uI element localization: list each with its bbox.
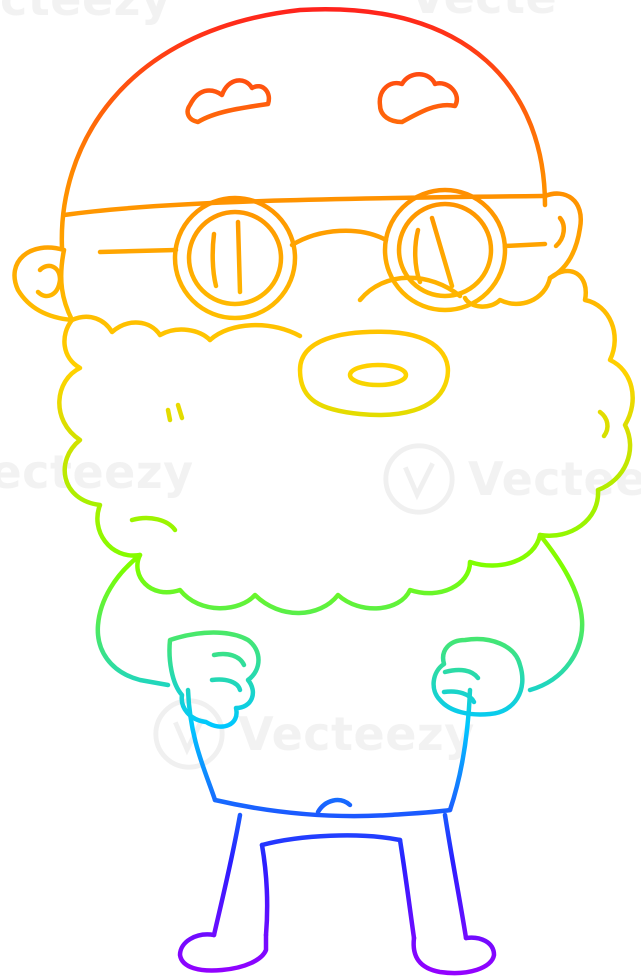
beard-texture <box>597 409 610 439</box>
beard-top-left <box>69 314 213 343</box>
beard-texture <box>165 407 173 423</box>
watermark: cteezy <box>0 0 171 26</box>
head-outline <box>59 6 548 251</box>
left-shoe <box>177 932 269 973</box>
beard-texture <box>129 515 178 533</box>
watermark-text: cteezy <box>0 0 171 26</box>
right-shoe <box>411 935 497 976</box>
watermark: Vecteezy <box>380 440 641 518</box>
watermark: Vecteezy <box>150 695 475 773</box>
right-hand-fingers <box>441 667 481 705</box>
right-eyebrow <box>377 72 459 125</box>
left-shoulder <box>95 552 171 688</box>
beard-mustache-left <box>207 322 303 343</box>
glasses-arm-right <box>502 241 548 249</box>
left-hand <box>167 630 261 729</box>
left-ear <box>12 245 75 323</box>
right-glasses-lens-inner <box>396 201 494 299</box>
right-eye <box>429 215 455 289</box>
crotch <box>259 833 403 848</box>
shirt-hem <box>212 797 453 819</box>
vecteezy-logo-icon <box>383 443 455 515</box>
shirt-right-side <box>447 687 473 813</box>
right-leg <box>442 812 469 941</box>
mouth-inner <box>347 362 409 388</box>
right-hand <box>431 636 525 717</box>
mouth-outer <box>297 329 451 418</box>
right-eye-arc <box>413 227 423 285</box>
shirt-bottom-detail <box>315 797 353 815</box>
shirt-left-side <box>185 687 218 803</box>
beard-mustache-right <box>357 275 463 303</box>
watermark-text: Vecteezy <box>468 452 641 506</box>
beard-outline <box>57 268 635 616</box>
right-ear-inner <box>553 215 566 249</box>
watermark-text: Vecteezy <box>238 707 475 761</box>
left-eyebrow <box>185 78 272 125</box>
watermark-text: vecteezy <box>0 445 194 499</box>
right-ear <box>542 191 584 281</box>
watermark: Vecte <box>410 0 557 24</box>
glasses-arm-left <box>97 247 179 255</box>
left-leg <box>211 812 243 938</box>
left-eye-arc <box>210 231 219 289</box>
left-hand-fingers <box>209 651 247 693</box>
right-shoulder <box>527 532 585 693</box>
beard-texture <box>175 402 185 421</box>
left-ear-inner <box>35 263 63 299</box>
watermark: vecteezy <box>0 445 194 499</box>
glasses-bridge <box>289 228 389 248</box>
left-glasses-lens-inner <box>186 209 284 307</box>
left-glasses-lens <box>172 195 298 321</box>
right-glasses-lens <box>382 187 508 313</box>
watermark-text: Vecte <box>410 0 557 24</box>
inner-left-leg <box>259 842 270 938</box>
left-eye <box>235 219 243 295</box>
inner-right-leg <box>397 837 417 941</box>
